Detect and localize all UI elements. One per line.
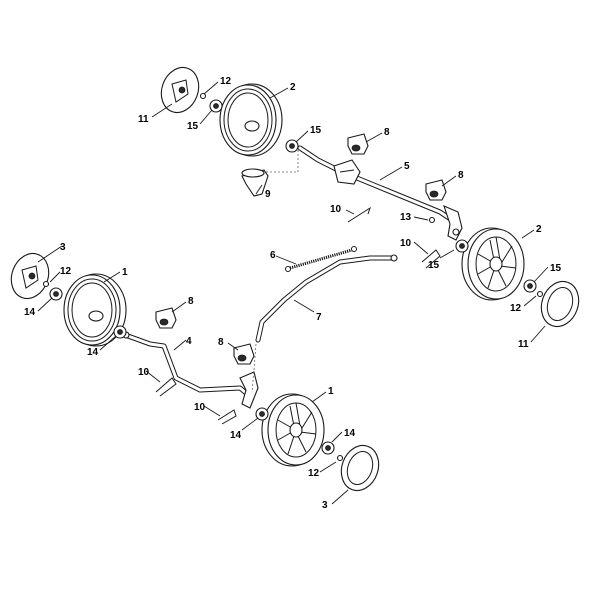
callout-15: 15 bbox=[428, 260, 440, 271]
callout-3: 3 bbox=[60, 242, 66, 253]
callout-8: 8 bbox=[188, 296, 194, 307]
callout-10: 10 bbox=[138, 367, 150, 378]
callout-15: 15 bbox=[187, 121, 199, 132]
callout-11: 11 bbox=[138, 114, 149, 125]
handle-lever bbox=[241, 168, 269, 197]
callout-7: 7 bbox=[316, 312, 322, 323]
retaining-clips bbox=[155, 206, 441, 425]
callout-labels: 11 12 15 2 15 8 5 8 9 10 13 2 10 15 15 1… bbox=[24, 76, 562, 511]
callout-10: 10 bbox=[194, 402, 206, 413]
callout-4: 4 bbox=[186, 336, 192, 347]
callout-14: 14 bbox=[230, 430, 242, 441]
callout-6: 6 bbox=[270, 250, 276, 261]
callout-8: 8 bbox=[218, 337, 224, 348]
callout-12: 12 bbox=[220, 76, 232, 87]
callout-13: 13 bbox=[400, 212, 412, 223]
callout-11: 11 bbox=[518, 339, 529, 350]
callout-12: 12 bbox=[510, 303, 522, 314]
callout-10: 10 bbox=[400, 238, 412, 249]
callout-14: 14 bbox=[24, 307, 36, 318]
callout-15: 15 bbox=[310, 125, 322, 136]
wheels bbox=[63, 83, 525, 467]
hub-caps bbox=[10, 66, 580, 492]
callout-15: 15 bbox=[550, 263, 562, 274]
callout-14: 14 bbox=[344, 428, 356, 439]
callout-9: 9 bbox=[265, 189, 271, 200]
connecting-rod bbox=[251, 254, 398, 393]
callout-1: 1 bbox=[328, 386, 334, 397]
callout-8: 8 bbox=[384, 127, 390, 138]
callout-5: 5 bbox=[404, 161, 410, 172]
callout-2: 2 bbox=[290, 82, 296, 93]
callout-12: 12 bbox=[60, 266, 72, 277]
tension-spring bbox=[285, 246, 357, 272]
washers bbox=[42, 92, 544, 462]
bushing-parts bbox=[155, 133, 447, 365]
rear-axle bbox=[262, 145, 463, 241]
callout-2: 2 bbox=[536, 224, 542, 235]
callout-10: 10 bbox=[330, 204, 342, 215]
callout-14: 14 bbox=[87, 347, 99, 358]
callout-3: 3 bbox=[322, 500, 328, 511]
leader-lines bbox=[37, 81, 549, 505]
callout-12: 12 bbox=[308, 468, 320, 479]
callout-1: 1 bbox=[122, 267, 128, 278]
nuts bbox=[49, 99, 537, 455]
callout-8: 8 bbox=[458, 170, 464, 181]
